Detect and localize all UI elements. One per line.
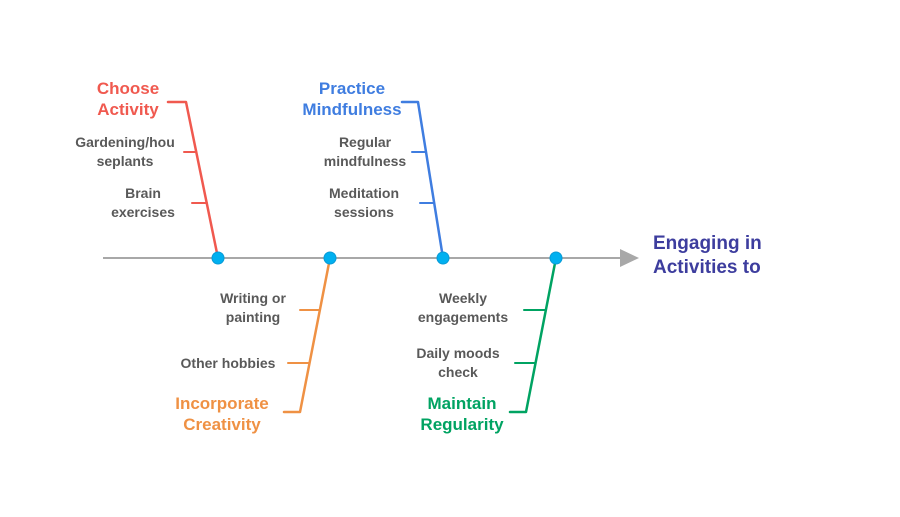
spine-arrowhead-icon	[620, 249, 639, 267]
branch-line-maintain-regularity	[508, 256, 558, 414]
sub-item-other-hobbies: Other hobbies	[180, 355, 276, 371]
node-dot-practice-mindfulness	[436, 251, 450, 265]
branch-line-choose-activity	[166, 100, 220, 260]
sub-item-weekly-engagements: Weekly engagements	[417, 290, 509, 325]
sub-item-brain-exercises: Brain exercises	[111, 185, 175, 220]
branch-label-incorporate-creativity: Incorporate Creativity	[175, 394, 269, 435]
sub-item-regular-mindfulness: Regular mindfulness	[323, 134, 407, 169]
sub-item-writing-or-painting: Writing or painting	[220, 290, 286, 325]
effect-title: Engaging in Activities to	[653, 233, 762, 278]
branch-line-practice-mindfulness	[400, 100, 445, 260]
sub-item-gardening-houseplants: Gardening/hou seplants	[75, 134, 175, 169]
sub-item-daily-moods-check: Daily moods check	[416, 345, 500, 380]
node-dot-maintain-regularity	[549, 251, 563, 265]
branch-label-practice-mindfulness: Practice Mindfulness	[302, 79, 402, 120]
branch-label-choose-activity: Choose Activity	[96, 79, 160, 120]
sub-item-meditation-sessions: Meditation sessions	[329, 185, 399, 220]
branch-label-maintain-regularity: Maintain Regularity	[420, 394, 504, 435]
node-dot-choose-activity	[211, 251, 225, 265]
node-dot-incorporate-creativity	[323, 251, 337, 265]
branch-line-incorporate-creativity	[282, 256, 332, 414]
